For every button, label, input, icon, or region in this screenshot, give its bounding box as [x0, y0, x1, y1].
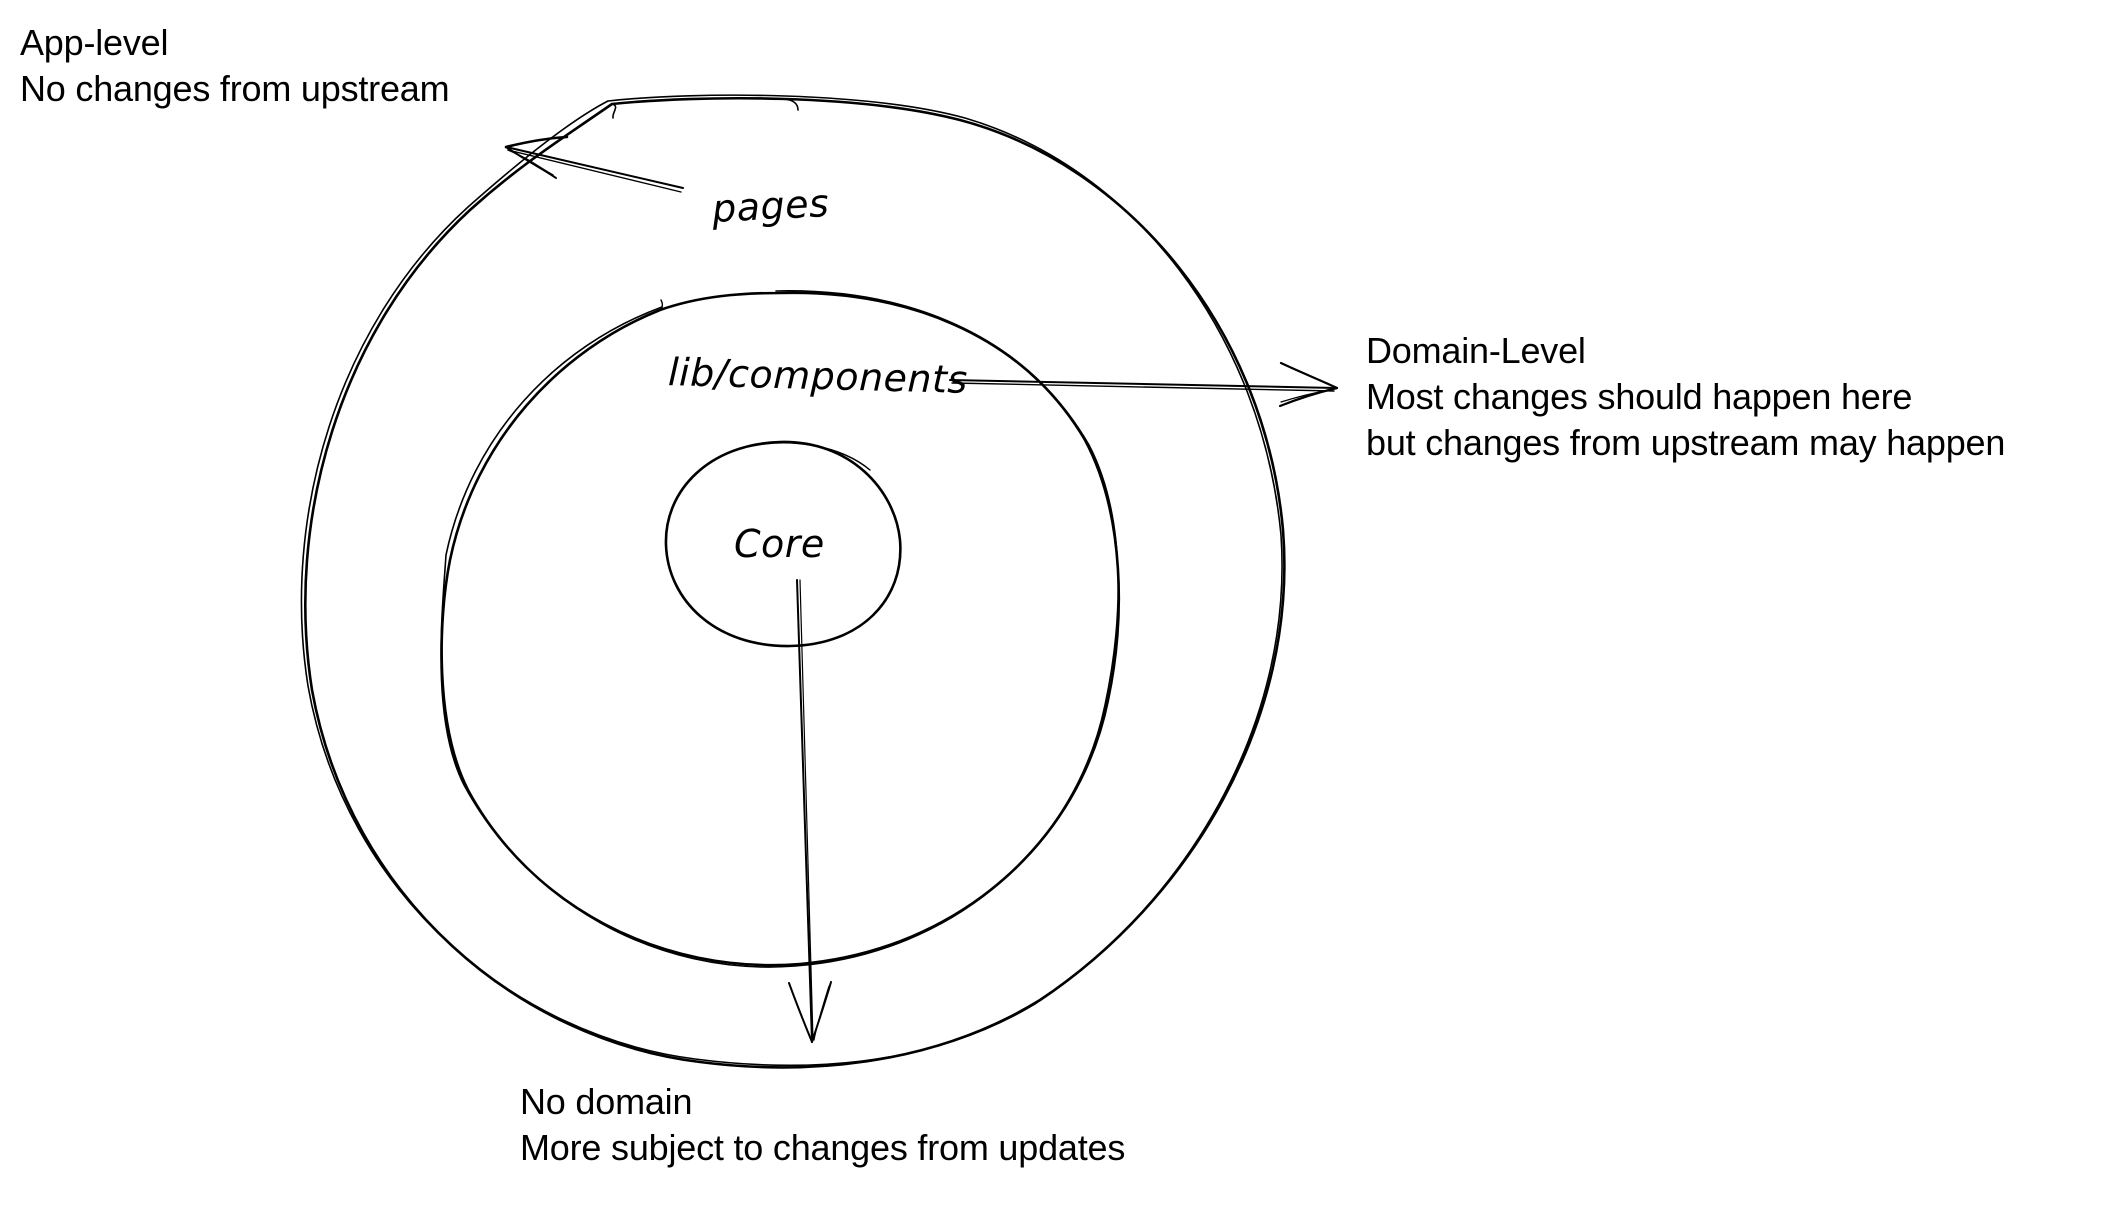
arrow-pages-to-app-level: [504, 135, 684, 193]
inner-ring: [664, 440, 902, 648]
arrow-core-to-no-domain: [788, 579, 832, 1043]
domain-level-title: Domain-Level: [1366, 330, 1586, 371]
domain-level-line2: but changes from upstream may happen: [1366, 422, 2006, 463]
middle-ring: [440, 290, 1121, 968]
annotation-no-domain: No domain More subject to changes from u…: [520, 1079, 1125, 1171]
arrow-lib-components-to-domain-level: [949, 361, 1339, 408]
ring-label-pages: pages: [710, 180, 831, 232]
ring-label-lib-components: lib/components: [667, 350, 969, 402]
app-level-title: App-level: [20, 22, 169, 63]
app-level-description: No changes from upstream: [20, 68, 450, 109]
no-domain-title: No domain: [520, 1081, 693, 1122]
annotation-app-level: App-level No changes from upstream: [20, 20, 450, 112]
annotation-domain-level: Domain-Level Most changes should happen …: [1366, 328, 2005, 466]
no-domain-description: More subject to changes from updates: [520, 1127, 1126, 1168]
outer-ring: [300, 94, 1286, 1069]
domain-level-line1: Most changes should happen here: [1366, 376, 1913, 417]
ring-label-core: Core: [734, 522, 825, 566]
